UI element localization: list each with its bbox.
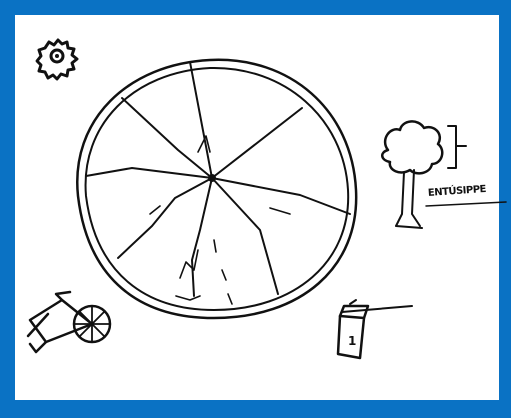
box-icon bbox=[338, 300, 412, 358]
gear-icon bbox=[37, 40, 77, 79]
wheel-outer-rim bbox=[77, 60, 356, 318]
wheel-spokes bbox=[86, 62, 350, 296]
tree-icon bbox=[382, 121, 466, 228]
wheel-hub bbox=[208, 174, 216, 182]
wheel-diagram bbox=[77, 60, 356, 318]
label-underline bbox=[426, 202, 506, 206]
bracket-mark bbox=[448, 126, 466, 168]
wheel-inner-rim bbox=[86, 68, 349, 310]
box-number: 1 bbox=[348, 334, 356, 348]
bicycle-icon bbox=[28, 292, 110, 352]
